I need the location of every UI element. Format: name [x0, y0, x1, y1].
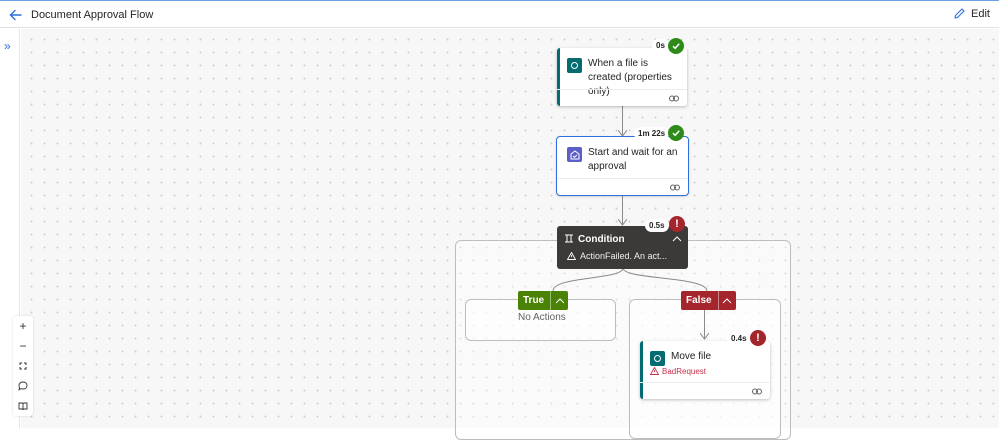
connector	[622, 106, 623, 135]
expand-panel-icon[interactable]: »	[4, 39, 11, 53]
false-branch-label[interactable]: False	[686, 295, 712, 306]
error-icon: !	[669, 216, 685, 232]
back-button[interactable]	[6, 5, 26, 25]
card-accent	[557, 48, 560, 106]
approval-card[interactable]: Start and wait for an approval	[556, 136, 689, 196]
condition-icon	[565, 234, 573, 243]
move-file-label: Move file	[671, 351, 712, 362]
connector	[622, 195, 623, 225]
move-file-card[interactable]: Move file BadRequest	[640, 341, 770, 399]
condition-label: Condition	[578, 234, 625, 245]
sharepoint-icon	[650, 351, 665, 366]
link-icon[interactable]	[670, 184, 680, 191]
move-file-error: BadRequest	[662, 367, 707, 376]
connector	[704, 310, 705, 339]
pencil-icon	[954, 8, 965, 19]
card-footer	[557, 178, 688, 195]
flow-canvas[interactable]: When a file is created (properties only)…	[21, 29, 999, 440]
trigger-card[interactable]: When a file is created (properties only)	[557, 48, 687, 106]
condition-duration: 0.5s	[645, 219, 669, 232]
trigger-duration: 0s	[652, 39, 669, 52]
arrowhead-icon	[618, 219, 627, 226]
approval-duration: 1m 22s	[634, 127, 670, 140]
warning-icon	[567, 252, 576, 260]
comment-icon[interactable]	[13, 376, 33, 396]
error-icon: !	[750, 330, 766, 346]
move-file-duration: 0.4s	[727, 332, 751, 345]
success-check-icon	[668, 38, 684, 54]
false-branch-header: False	[681, 291, 736, 310]
edit-button[interactable]: Edit	[953, 7, 990, 20]
no-actions-text: No Actions	[518, 312, 566, 323]
trigger-label: When a file is created (properties only)	[588, 58, 672, 97]
approval-label: Start and wait for an approval	[588, 147, 678, 172]
top-bar: Document Approval Flow Edit	[0, 0, 999, 28]
link-icon[interactable]	[669, 95, 679, 102]
condition-card[interactable]: Condition ActionFailed. An act...	[557, 226, 688, 269]
true-branch-header: True	[518, 291, 569, 310]
chevron-up-icon[interactable]	[550, 291, 568, 310]
success-check-icon	[668, 125, 684, 141]
card-footer	[640, 382, 770, 399]
back-arrow-icon	[9, 9, 22, 21]
zoom-out-icon[interactable]: −	[19, 339, 27, 353]
arrowhead-icon	[700, 333, 709, 340]
card-footer	[557, 89, 687, 106]
warning-icon	[650, 367, 659, 375]
edit-label: Edit	[971, 7, 990, 20]
fit-view-icon[interactable]	[13, 356, 33, 376]
link-icon[interactable]	[752, 388, 762, 395]
branch-connectors	[552, 268, 708, 292]
chevron-up-icon[interactable]	[672, 235, 682, 242]
approval-icon	[567, 147, 582, 162]
arrowhead-icon	[618, 130, 627, 137]
flow-title: Document Approval Flow	[31, 9, 154, 21]
zoom-in-icon[interactable]: +	[19, 319, 27, 333]
sharepoint-icon	[567, 58, 582, 73]
card-accent	[640, 341, 643, 399]
canvas-toolbar: + −	[13, 316, 33, 416]
minimap-icon[interactable]	[13, 396, 33, 416]
condition-message: ActionFailed. An act...	[580, 251, 668, 261]
true-branch-label[interactable]: True	[523, 295, 545, 306]
chevron-up-icon[interactable]	[717, 291, 736, 310]
